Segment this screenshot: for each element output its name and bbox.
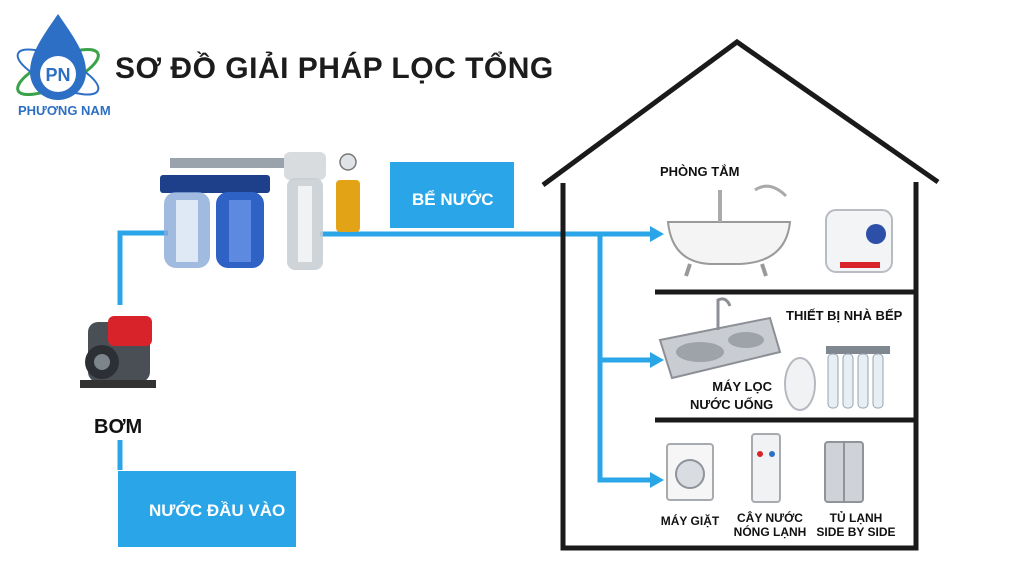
- water-dispenser-icon: [751, 433, 781, 503]
- page-title: SƠ ĐỒ GIẢI PHÁP LỌC TỔNG: [115, 52, 554, 85]
- water-drop-logo-icon: PN: [16, 14, 100, 100]
- pump-icon: [80, 316, 156, 388]
- ro-label-1: MÁY LỌC: [712, 379, 772, 394]
- bathroom-label: PHÒNG TẮM: [660, 164, 740, 179]
- bathtub-icon: [666, 184, 792, 277]
- washing-machine-icon: [666, 443, 714, 501]
- tank-label: BỂ NƯỚC: [412, 190, 494, 209]
- flow-arrows: [650, 226, 664, 488]
- tank-box: [390, 162, 514, 228]
- ro-label-2: NƯỚC UỐNG: [690, 397, 774, 412]
- sink-icon: [658, 297, 782, 380]
- logo-initials: PN: [45, 65, 70, 85]
- inlet-label: NƯỚC ĐẦU VÀO: [149, 501, 286, 520]
- pipe-network: [117, 230, 655, 483]
- fridge-label-2: SIDE BY SIDE: [816, 525, 896, 539]
- brand-name: PHƯƠNG NAM: [18, 103, 111, 118]
- fridge-label-1: TỦ LẠNH: [829, 511, 883, 525]
- inlet-box: [118, 471, 296, 547]
- kitchen-label: THIẾT BỊ NHÀ BẾP: [786, 308, 903, 323]
- filter-housing-icon: [160, 152, 360, 270]
- washer-label: MÁY GIẶT: [660, 514, 720, 528]
- house-outline: [541, 38, 940, 551]
- pump-label: BƠM: [94, 416, 143, 438]
- dispenser-label-2: NÓNG LẠNH: [733, 525, 807, 539]
- fridge-icon: [824, 441, 864, 503]
- dispenser-label-1: CÂY NƯỚC: [737, 511, 803, 525]
- water-heater-icon: [825, 209, 893, 273]
- ro-purifier-icon: [784, 346, 890, 411]
